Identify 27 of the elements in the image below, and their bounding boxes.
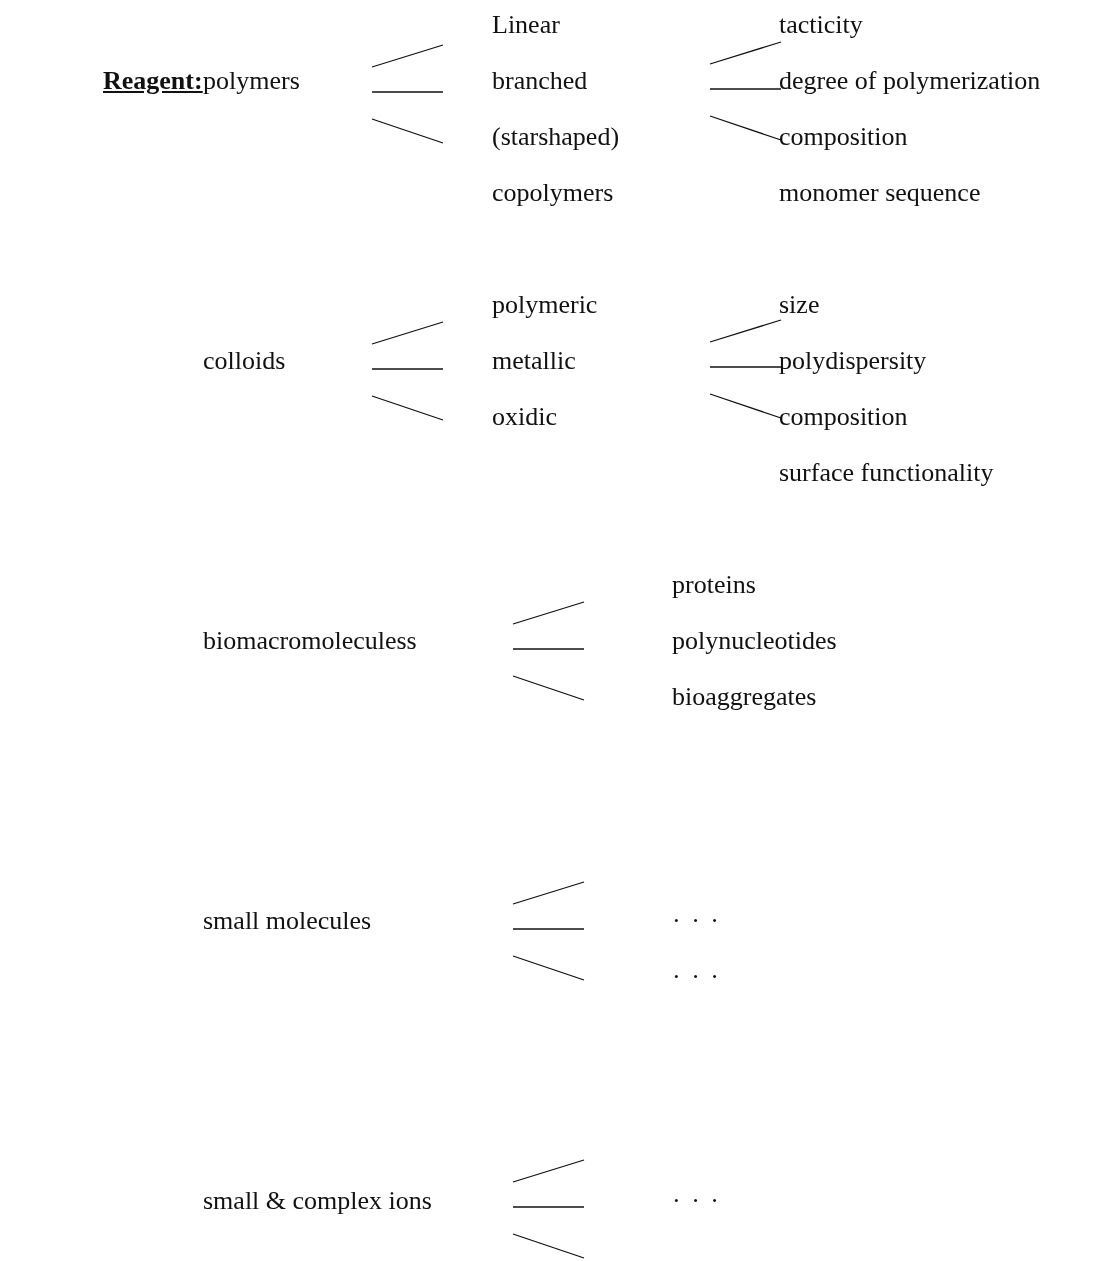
category-label: degree of polymerization — [779, 65, 1041, 97]
category-label: polynucleotides — [672, 625, 837, 657]
category-label: small & complex ions — [203, 1185, 432, 1217]
category-label: tacticity — [779, 9, 863, 41]
category-label: proteins — [672, 569, 756, 601]
heading: Reagent: — [103, 65, 203, 97]
category-label: bioaggregates — [672, 681, 817, 713]
category-label: biomacromoleculess — [203, 625, 417, 657]
category-label: metallic — [492, 345, 576, 377]
category-label: monomer sequence — [779, 177, 981, 209]
category-label: (starshaped) — [492, 121, 620, 153]
ellipsis: · · · — [672, 1185, 721, 1217]
category-label: polymeric — [492, 289, 598, 321]
ellipsis: · · · — [672, 961, 721, 993]
category-label: branched — [492, 65, 588, 97]
category-label: copolymers — [492, 177, 614, 209]
category-label: small molecules — [203, 905, 372, 937]
category-label: colloids — [203, 345, 286, 377]
category-label: polydispersity — [779, 345, 927, 377]
category-label: Linear — [492, 9, 560, 41]
category-label: polymers — [203, 65, 300, 97]
category-label: composition — [779, 121, 908, 153]
ellipsis: · · · — [672, 905, 721, 937]
category-label: composition — [779, 401, 908, 433]
category-label: oxidic — [492, 401, 557, 433]
category-label: size — [779, 289, 820, 321]
category-label: surface functionality — [779, 457, 994, 489]
